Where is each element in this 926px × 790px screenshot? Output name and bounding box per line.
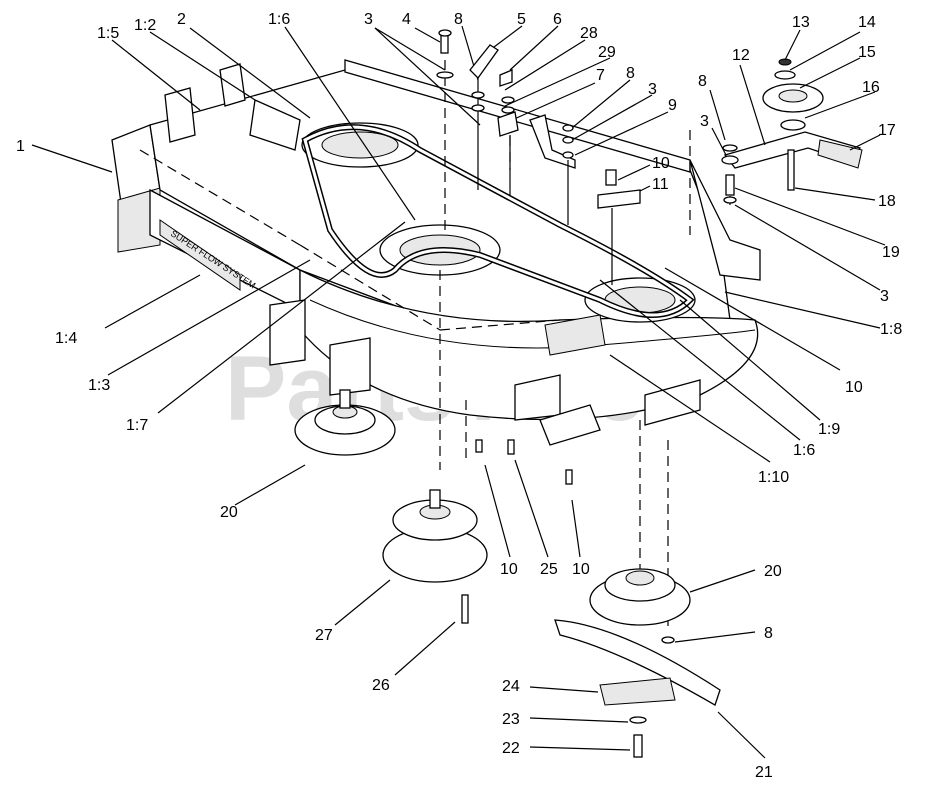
callout-1-2: 1:2 xyxy=(134,17,156,34)
callout-23: 23 xyxy=(502,711,520,728)
callout-2: 2 xyxy=(177,11,186,28)
callout-1-3: 1:3 xyxy=(88,377,110,394)
callout-20-right: 20 xyxy=(764,563,782,580)
leader-lines xyxy=(31,25,881,463)
callout-18: 18 xyxy=(878,193,896,210)
callout-3-right: 3 xyxy=(700,113,709,130)
callout-10-a: 10 xyxy=(500,561,518,578)
callout-21: 21 xyxy=(755,764,773,781)
idler-arm-assembly xyxy=(709,29,886,291)
assembly-lines xyxy=(139,60,731,630)
callout-1-6-bottom: 1:6 xyxy=(793,442,815,459)
callout-5: 5 xyxy=(517,11,526,28)
callout-20-left: 20 xyxy=(220,504,238,521)
callout-1-9: 1:9 xyxy=(818,421,840,438)
callout-1-5: 1:5 xyxy=(97,25,119,42)
callout-16: 16 xyxy=(862,79,880,96)
callout-12: 12 xyxy=(732,47,750,64)
callout-3-lower: 3 xyxy=(880,288,889,305)
callout-10-b: 10 xyxy=(572,561,590,578)
callout-3-mid: 3 xyxy=(648,81,657,98)
blade-assembly xyxy=(529,619,766,759)
spindle-right xyxy=(589,568,756,644)
callout-26: 26 xyxy=(372,677,390,694)
callout-1-8: 1:8 xyxy=(880,321,902,338)
callout-8-right: 8 xyxy=(698,73,707,90)
callout-8-bottom: 8 xyxy=(764,625,773,642)
spindle-left xyxy=(234,389,396,506)
callout-10-right: 10 xyxy=(845,379,863,396)
callout-14: 14 xyxy=(858,14,876,31)
callout-7: 7 xyxy=(596,67,605,84)
callout-24: 24 xyxy=(502,678,520,695)
callout-8-top: 8 xyxy=(454,11,463,28)
callout-1: 1 xyxy=(16,138,25,155)
callout-1-7: 1:7 xyxy=(126,417,148,434)
callout-6: 6 xyxy=(553,11,562,28)
callout-28: 28 xyxy=(580,25,598,42)
callout-22: 22 xyxy=(502,740,520,757)
spindle-center xyxy=(334,439,581,676)
mower-deck: SUPER FLOW SYSTEM xyxy=(111,59,761,446)
callout-3-top: 3 xyxy=(364,11,373,28)
callout-1-4: 1:4 xyxy=(55,330,77,347)
hardware-top xyxy=(436,29,641,285)
callout-19: 19 xyxy=(882,244,900,261)
callout-8-mid: 8 xyxy=(626,65,635,82)
callout-25: 25 xyxy=(540,561,558,578)
callout-15: 15 xyxy=(858,44,876,61)
callout-1-6-top: 1:6 xyxy=(268,11,290,28)
callout-4: 4 xyxy=(402,11,411,28)
callout-17: 17 xyxy=(878,122,896,139)
callout-11: 11 xyxy=(652,176,669,193)
callout-10-top: 10 xyxy=(652,155,670,172)
callout-13: 13 xyxy=(792,14,810,31)
callout-29: 29 xyxy=(598,44,616,61)
callout-27: 27 xyxy=(315,627,333,644)
callout-labels: 1 1:5 1:2 2 1:6 3 4 8 5 6 28 29 7 8 3 9 … xyxy=(16,11,902,781)
callout-9: 9 xyxy=(668,97,677,114)
callout-1-10: 1:10 xyxy=(758,469,789,486)
